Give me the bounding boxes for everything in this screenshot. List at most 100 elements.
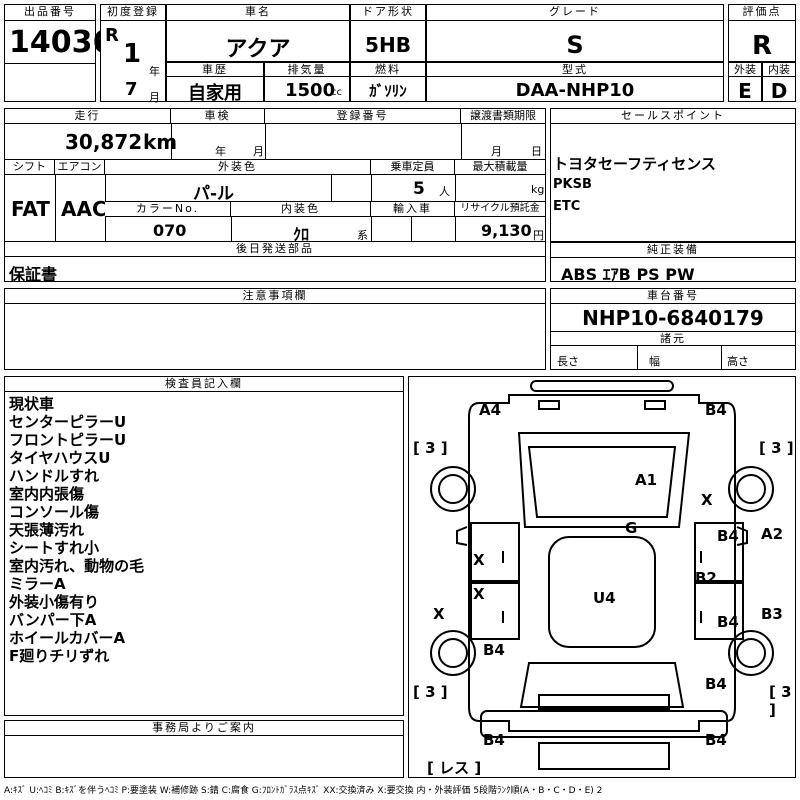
lot-number-box: 出品番号 14036 <box>4 4 113 102</box>
door-fr-outline <box>694 522 744 582</box>
damage-mark: A2 <box>761 525 784 543</box>
inspection-label: 車検 <box>171 109 265 124</box>
door-rl-outline <box>470 582 520 640</box>
damage-mark: A1 <box>635 471 658 489</box>
front-marker-r <box>644 400 666 410</box>
car-diagram-svg <box>430 380 774 770</box>
wheel-rr-outer <box>728 630 774 676</box>
inspector-note: バンパー下A <box>9 611 97 629</box>
genuine-label: 純正装備 <box>551 243 795 258</box>
color-no: 070 <box>153 221 187 240</box>
max-load-unit: kg <box>531 183 545 196</box>
month-unit: 月 <box>149 91 160 104</box>
capacity-unit: 人 <box>439 185 450 198</box>
model: DAA-NHP10 <box>515 80 635 101</box>
tire-rl: [ 3 ] <box>413 683 448 701</box>
damage-mark: B4 <box>717 613 739 631</box>
inspector-note: シートすれ小 <box>9 539 100 557</box>
sales-point-1: トヨタセーフティセンス <box>553 155 716 173</box>
car-name-label: 車名 <box>167 5 349 21</box>
interior-box: 内装 D <box>762 62 796 103</box>
office-notice-box: 事務局よりご案内 <box>4 720 404 778</box>
damage-mark: B4 <box>483 731 505 749</box>
transfer-label: 譲渡書類期限 <box>461 109 545 124</box>
door-box: ドア形状 5HB <box>350 4 426 62</box>
later-parts-label: 後日発送部品 <box>5 242 545 257</box>
inspector-note: ホイールカバーA <box>9 629 126 647</box>
tire-fl: [ 3 ] <box>413 439 448 457</box>
sales-points-box: セールスポイント トヨタセーフティセンス PKSB ETC <box>550 108 796 242</box>
transfer-month-unit: 月 <box>491 145 502 158</box>
displacement-box: 排気量 1500 cc <box>264 62 350 102</box>
first-registration-box: 初度登録 R 1 年 7 月 <box>100 4 166 104</box>
door-type: 5HB <box>365 33 411 57</box>
damage-mark: B4 <box>705 401 727 419</box>
color-no-label: カラーNo. <box>105 202 231 217</box>
front-bumper-outline <box>530 380 674 392</box>
inspector-note: フロントピラーU <box>9 431 127 449</box>
caution-box: 注意事項欄 <box>4 288 546 370</box>
spare-area <box>538 742 670 770</box>
int-color-label: 内装色 <box>231 202 371 217</box>
year-unit: 年 <box>149 65 160 78</box>
displacement-unit: cc <box>331 87 342 98</box>
sales-points-label: セールスポイント <box>551 109 795 124</box>
legend: A:ｷｽﾞ U:ﾍｺﾐ B:ｷｽﾞを伴うﾍｺﾐ P:要塗装 W:補修跡 S:錆 … <box>4 786 603 796</box>
grade-label: グレード <box>427 5 723 21</box>
chassis-label: 車台番号 <box>551 289 795 304</box>
inspector-note: コンソール傷 <box>9 503 100 521</box>
damage-mark: U4 <box>593 589 616 607</box>
tire-rr: [ 3 ] <box>769 683 792 719</box>
ext-color: パ-ル <box>193 184 235 204</box>
displacement: 1500 <box>285 80 336 101</box>
damage-mark: G <box>625 519 638 537</box>
wheel-fr-outer <box>728 466 774 512</box>
reg-month: 7 <box>125 79 138 100</box>
history: 自家用 <box>188 83 242 104</box>
reg-year: 1 <box>123 39 142 69</box>
fuel-box: 燃料 ｶﾞｿﾘﾝ <box>350 62 426 102</box>
sales-point-3: ETC <box>553 199 581 214</box>
max-load-label: 最大積載量 <box>455 160 545 175</box>
damage-mark: X <box>473 585 485 603</box>
lot-number-label: 出品番号 <box>5 5 95 21</box>
wheel-fl-inner <box>438 474 468 504</box>
inspector-note: 現状車 <box>9 395 55 413</box>
score: R <box>751 31 773 61</box>
genuine-equipment: ABS ｴｱB PS PW <box>561 265 695 284</box>
rear-plate-area <box>538 694 670 710</box>
damage-mark: B4 <box>705 675 727 693</box>
recycle-unit: 円 <box>533 229 544 242</box>
insp-month-unit: 月 <box>253 145 264 158</box>
int-color-unit: 系 <box>357 229 368 242</box>
spare-tire: [ レス ] <box>427 759 482 777</box>
history-label: 車歴 <box>167 63 263 77</box>
height-label: 高さ <box>727 355 749 368</box>
interior-label: 内装 <box>763 63 795 77</box>
ext-color-label: 外装色 <box>105 160 371 175</box>
capacity-label: 乗車定員 <box>371 160 455 175</box>
score-label: 評価点 <box>729 5 795 21</box>
caution-label: 注意事項欄 <box>5 289 545 304</box>
score-box: 評価点 R <box>728 4 796 62</box>
windshield-outline <box>527 446 677 518</box>
wheel-rl-inner <box>438 638 468 668</box>
reg-no-label: 登録番号 <box>265 109 461 124</box>
int-color: ｸﾛ <box>293 225 310 244</box>
inspector-note: 天張薄汚れ <box>9 521 85 539</box>
genuine-equipment-box: 純正装備 ABS ｴｱB PS PW <box>550 242 796 284</box>
hood-outline <box>517 432 691 528</box>
mileage: 30,872 <box>65 130 143 154</box>
rear-glass-outline <box>519 662 685 708</box>
front-marker-l <box>538 400 560 410</box>
transfer-day-unit: 日 <box>531 145 542 158</box>
sales-point-2: PKSB <box>553 177 592 192</box>
insp-year-unit: 年 <box>215 145 226 158</box>
chassis-number: NHP10-6840179 <box>582 306 764 330</box>
inspector-note: 外装小傷有り <box>9 593 100 611</box>
mileage-unit: km <box>143 130 178 154</box>
model-box: 型式 DAA-NHP10 <box>426 62 724 102</box>
wheel-rl-outer <box>430 630 476 676</box>
